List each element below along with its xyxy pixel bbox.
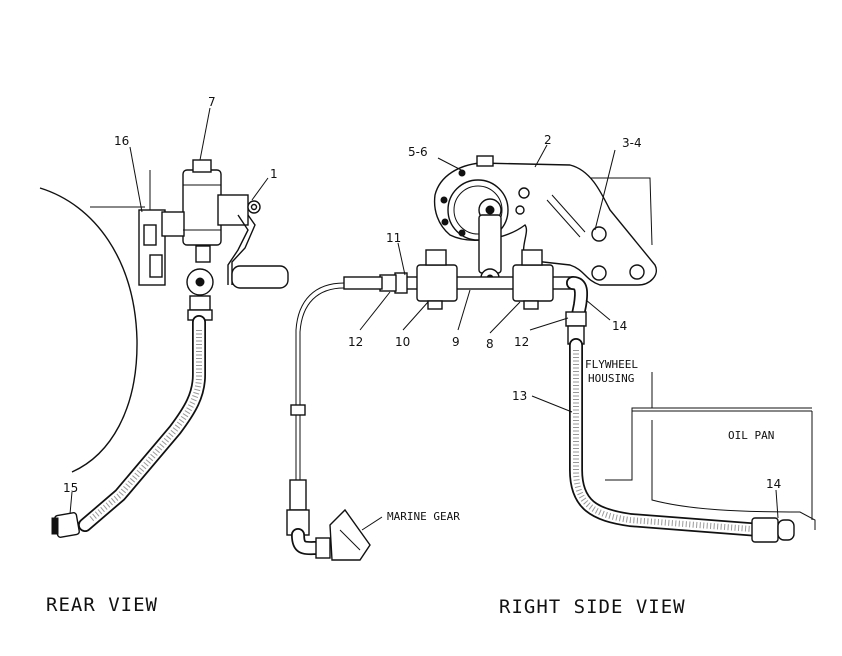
side-marine-gear — [329, 508, 371, 561]
callout-10: 10 — [395, 335, 410, 349]
label-oil-pan: OIL PAN — [728, 429, 774, 442]
diagram-labels: FLYWHEEL HOUSING OIL PAN MARINE GEAR — [387, 358, 774, 523]
label-flywheel-housing-line1: FLYWHEEL — [585, 358, 638, 371]
callout-numbers: 7 16 1 15 2 3-4 5-6 11 12 10 9 8 12 14 1… — [63, 95, 781, 495]
callout-16: 16 — [114, 134, 129, 148]
callout-9: 9 — [452, 335, 460, 349]
label-flywheel-housing-line2: HOUSING — [588, 372, 634, 385]
callout-14-lower: 14 — [766, 477, 781, 491]
rear-view-title: REAR VIEW — [46, 594, 158, 616]
callout-11: 11 — [386, 231, 401, 245]
callout-1: 1 — [270, 167, 278, 181]
side-fitting-11 — [394, 272, 408, 294]
side-fitting-14-lower — [751, 517, 779, 543]
callout-5-6: 5-6 — [408, 145, 428, 159]
callout-12-right: 12 — [514, 335, 529, 349]
callout-7: 7 — [208, 95, 216, 109]
right-side-view-drawing — [286, 144, 816, 561]
callout-15: 15 — [63, 481, 78, 495]
rear-view-drawing — [39, 107, 289, 538]
side-marine-gear-line — [295, 282, 345, 480]
label-marine-gear: MARINE GEAR — [387, 510, 460, 523]
rear-pump-handle — [231, 214, 256, 285]
rear-pump-body — [182, 169, 222, 246]
rear-flywheel-housing — [39, 187, 138, 473]
callout-12-left: 12 — [348, 335, 363, 349]
callout-3-4: 3-4 — [622, 136, 642, 150]
right-side-view-title: RIGHT SIDE VIEW — [499, 596, 686, 618]
side-fitting-12-left — [343, 276, 383, 290]
side-valve-10 — [416, 264, 458, 302]
callout-8: 8 — [486, 337, 494, 351]
side-valve-8 — [512, 264, 554, 302]
side-engine-outline — [580, 177, 653, 246]
callout-2: 2 — [544, 133, 552, 147]
side-lever-arm — [478, 214, 502, 274]
side-oil-pan-outline — [651, 420, 816, 530]
rear-handle-grip — [231, 265, 289, 289]
side-flywheel-housing-outline — [605, 372, 653, 481]
callout-13: 13 — [512, 389, 527, 403]
callout-14-upper: 14 — [612, 319, 627, 333]
